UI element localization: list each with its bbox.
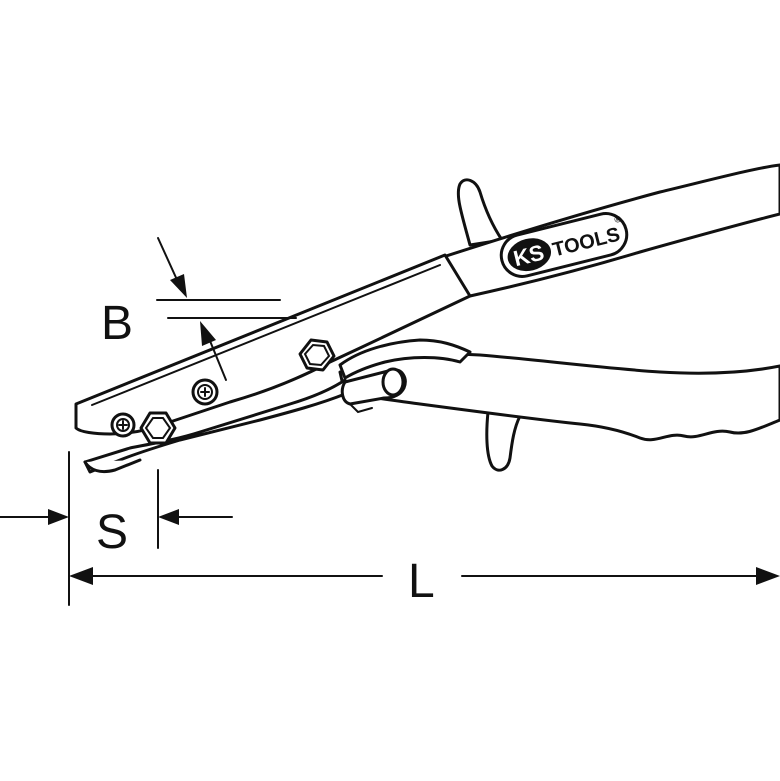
dimension-label-s: S [96, 506, 128, 559]
lower-handle [338, 352, 780, 472]
dimension-label-b: B [101, 297, 133, 350]
ks-tools-logo: KS TOOLS ® [499, 212, 629, 278]
dimension-l: L [69, 555, 780, 608]
hex-nut-upper [298, 338, 336, 372]
dimension-b: B [101, 237, 297, 381]
logo-registered-mark: ® [613, 214, 622, 225]
dimension-s: S [0, 451, 233, 606]
lever-linkage [338, 338, 472, 414]
screw-upper [191, 378, 219, 406]
screw-lower [110, 412, 136, 438]
hex-nut-lower [139, 411, 177, 445]
dimension-label-l: L [408, 555, 435, 608]
